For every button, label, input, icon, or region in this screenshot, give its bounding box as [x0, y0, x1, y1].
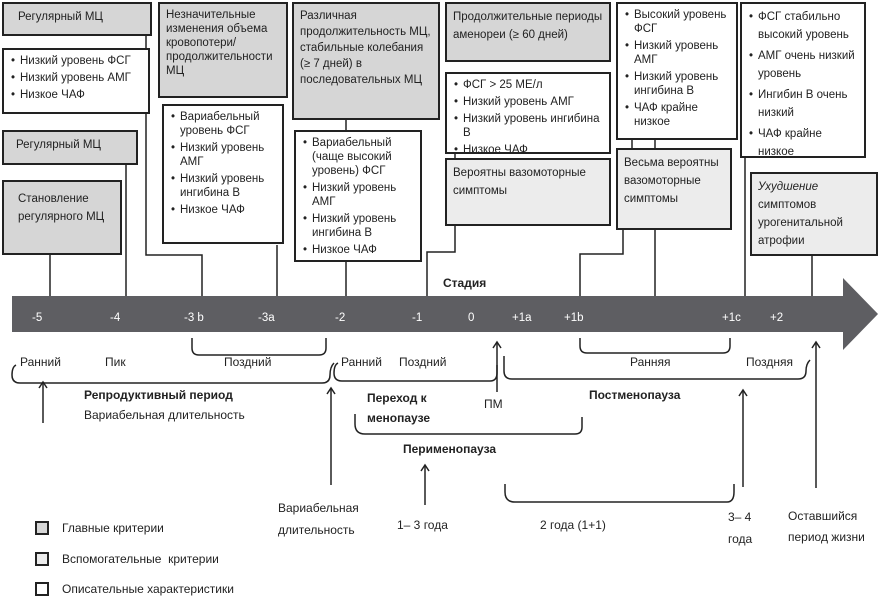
legend-supportive-criteria: Вспомогательные критерии [62, 552, 219, 566]
list-item: Низкий уровень АМГ [625, 39, 730, 67]
label-late-transition: Поздний [399, 355, 447, 369]
stage-label: -3a [258, 312, 275, 324]
list-item: Ингибин В очень низкий [749, 86, 858, 122]
atrophy-emphasis: Ухудшение [758, 181, 819, 193]
label-late-reproductive: Поздний [224, 355, 272, 369]
atrophy-text: симптомов урогенитальной атрофии [758, 199, 843, 247]
label-remaining-life: Оставшийся период жизни [788, 509, 865, 544]
list-item: Низкий уровень АМГ [11, 71, 142, 85]
box-variable-cycle-length: Различная продолжительность МЦ, стабильн… [292, 2, 440, 120]
legend-swatch-supportive [35, 552, 49, 566]
stage-label: +1b [564, 312, 584, 324]
stage-label: 0 [468, 312, 475, 324]
box-amenorrhea: Продолжительные периоды аменореи (≥ 60 д… [445, 2, 611, 62]
list-item: Низкий уровень ФСГ [11, 54, 142, 68]
stage-label: +1c [722, 312, 741, 324]
box-desc-late-reproductive: Вариабельный уровень ФСГ Низкий уровень … [162, 104, 284, 244]
list-item: ЧАФ крайне низкое [625, 101, 730, 129]
label-reproductive-period: Репродуктивный период [84, 388, 233, 402]
label-late-postmenopause: Поздняя [746, 355, 794, 369]
box-vasomotor-very-likely: Весьма вероятны вазомоторные симптомы [616, 148, 732, 230]
label-postmenopause: Постменопауза [589, 388, 681, 402]
box-regular-cycle-1: Регулярный МЦ [2, 2, 152, 36]
box-cycle-establishment: Становление регулярного МЦ [2, 180, 122, 255]
box-desc-reproductive-peak: Низкий уровень ФСГ Низкий уровень АМГ Ни… [2, 48, 150, 114]
box-desc-early-transition: Вариабельный (чаще высокий уровень) ФСГ … [294, 130, 422, 262]
label-duration-3-4-years: 3– 4 года [728, 510, 753, 546]
stage-title: Стадия [443, 276, 487, 290]
legend-swatch-major [35, 521, 49, 535]
list-item: Низкое ЧАФ [171, 203, 276, 217]
label-variable-duration: Вариабельная длительность [278, 501, 359, 537]
label-duration-2-years: 2 года (1+1) [540, 518, 606, 532]
stage-label: -4 [110, 312, 121, 324]
box-desc-early-postmenopause: Высокий уровень ФСГ Низкий уровень АМГ Н… [616, 2, 738, 140]
label-duration-1-3-years: 1– 3 года [397, 518, 448, 532]
box-urogenital-atrophy: Ухудшение симптомов урогенитальной атроф… [750, 172, 878, 256]
list-item: Вариабельный уровень ФСГ [171, 110, 276, 138]
list-item: ЧАФ крайне низкое [749, 125, 858, 161]
label-early-postmenopause: Ранняя [630, 355, 671, 369]
list-item: Низкий уровень ингибина В [171, 172, 276, 200]
legend-descriptive-characteristics: Описательные характеристики [62, 582, 234, 596]
list-item: АМГ очень низкий уровень [749, 47, 858, 83]
box-vasomotor-likely: Вероятны вазомоторные симптомы [445, 158, 611, 226]
legend-swatch-descriptive [35, 582, 49, 596]
list-item: Низкое ЧАФ [11, 88, 142, 102]
label-menopause-transition: Переход к менопаузе [367, 391, 431, 425]
stage-label: -5 [32, 312, 43, 324]
label-early-transition: Ранний [341, 355, 382, 369]
list-item: Низкое ЧАФ [454, 143, 603, 157]
list-item: Низкое ЧАФ [303, 243, 414, 257]
label-reproductive-duration: Вариабельная длительность [84, 408, 245, 422]
list-item: Низкий уровень АМГ [303, 181, 414, 209]
label-peak: Пик [105, 355, 126, 369]
box-regular-cycle-2: Регулярный МЦ [2, 130, 138, 165]
legend-major-criteria: Главные критерии [62, 521, 164, 535]
list-item: Низкий уровень ингибина В [454, 112, 603, 140]
timeline-bar [12, 278, 878, 350]
list-item: Высокий уровень ФСГ [625, 8, 730, 36]
stage-label: +1a [512, 312, 532, 324]
label-final-menstrual-period: ПМ [484, 397, 503, 411]
label-early-reproductive: Ранний [20, 355, 61, 369]
list-item: ФСГ > 25 МЕ/л [454, 78, 603, 92]
stage-label: -2 [335, 312, 346, 324]
stage-label: -1 [412, 312, 423, 324]
box-desc-late-postmenopause: ФСГ стабильно высокий уровень АМГ очень … [740, 2, 866, 158]
list-item: Низкий уровень ингибина В [303, 212, 414, 240]
list-item: ФСГ стабильно высокий уровень [749, 8, 858, 44]
list-item: Низкий уровень АМГ [454, 95, 603, 109]
stage-label: +2 [770, 312, 784, 324]
box-minor-changes: Незначительные изменения объема кровопот… [158, 2, 288, 98]
box-desc-late-transition: ФСГ > 25 МЕ/л Низкий уровень АМГ Низкий … [445, 72, 611, 157]
list-item: Низкий уровень ингибина В [625, 70, 730, 98]
stage-label: -3 b [184, 312, 204, 324]
list-item: Низкий уровень АМГ [171, 141, 276, 169]
list-item: Вариабельный (чаще высокий уровень) ФСГ [303, 136, 414, 178]
label-perimenopause: Перименопауза [403, 442, 497, 456]
